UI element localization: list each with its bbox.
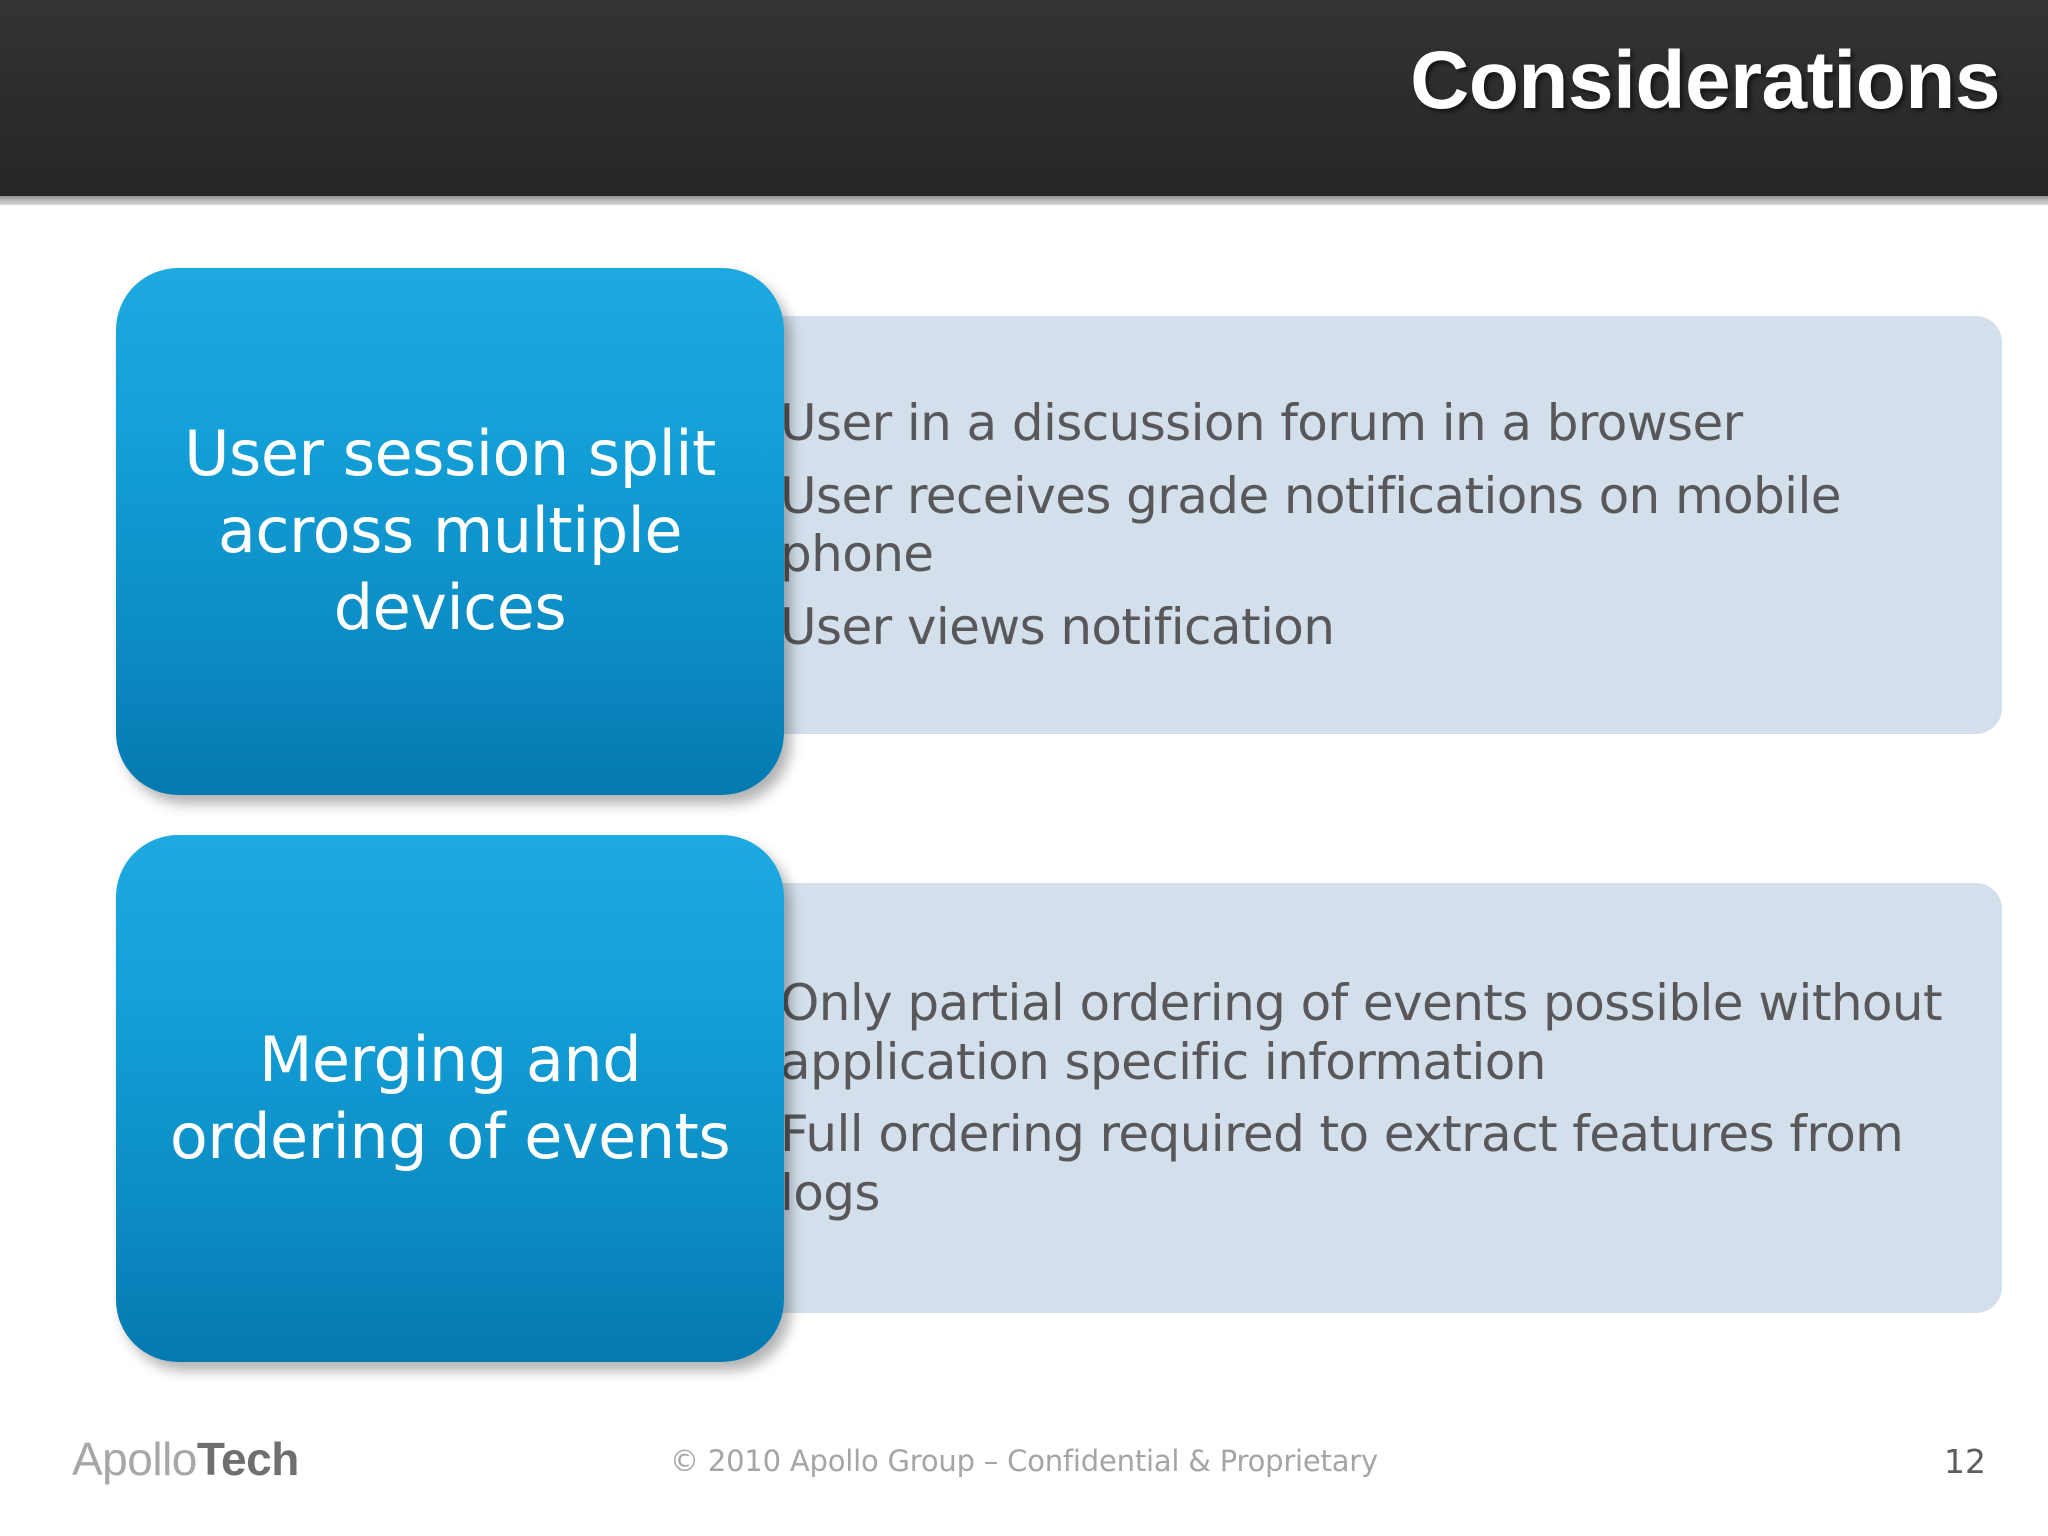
consideration-label-text: User session split across multiple devic… xyxy=(184,417,716,644)
list-item: Only partial ordering of events possible… xyxy=(724,974,1956,1091)
apollotech-logo: ApolloTech xyxy=(72,1432,299,1486)
bullet-text: Full ordering required to extract featur… xyxy=(780,1105,1904,1222)
bullet-text: Only partial ordering of events possible… xyxy=(780,974,1943,1091)
consideration-label-text: Merging and ordering of events xyxy=(169,1022,731,1173)
bullet-text: User views notification xyxy=(780,597,1335,656)
consideration-row: Only partial ordering of events possible… xyxy=(0,835,2048,1380)
list-item: User in a discussion forum in a browser xyxy=(724,394,1942,453)
list-item: User receives grade notifications on mob… xyxy=(724,467,1942,584)
consideration-row: User in a discussion forum in a browser … xyxy=(0,268,2048,808)
header-gradient xyxy=(0,0,2048,196)
bullet-text: User receives grade notifications on mob… xyxy=(780,466,1842,584)
logo-apollo-text: Apollo xyxy=(72,1433,197,1485)
consideration-detail-panel: Only partial ordering of events possible… xyxy=(700,883,2002,1313)
consideration-label-box: User session split across multiple devic… xyxy=(116,268,784,795)
slide-header-band: Considerations xyxy=(0,0,2048,196)
list-item: Full ordering required to extract featur… xyxy=(724,1105,1956,1222)
consideration-detail-panel: User in a discussion forum in a browser … xyxy=(700,316,2002,734)
copyright-text: © 2010 Apollo Group – Confidential & Pro… xyxy=(670,1444,1378,1478)
page-title: Considerations xyxy=(1410,35,2000,126)
logo-tech-text: Tech xyxy=(196,1433,299,1485)
list-item: User views notification xyxy=(724,598,1942,657)
bullet-list: Only partial ordering of events possible… xyxy=(724,974,1956,1222)
page-number: 12 xyxy=(1944,1442,1986,1481)
bullet-text: User in a discussion forum in a browser xyxy=(780,394,1743,452)
bullet-list: User in a discussion forum in a browser … xyxy=(724,394,1942,656)
slide-footer: ApolloTech © 2010 Apollo Group – Confide… xyxy=(0,1396,2048,1536)
consideration-label-box: Merging and ordering of events xyxy=(116,835,784,1362)
header-divider xyxy=(0,196,2048,205)
